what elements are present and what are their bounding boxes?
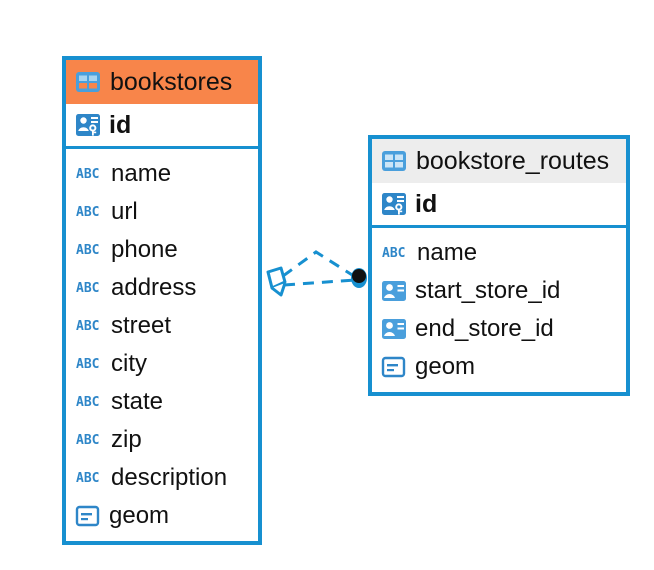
entity-title: bookstore_routes <box>416 146 610 175</box>
field-row[interactable]: start_store_id <box>372 272 626 310</box>
abc-text-icon: ABC <box>75 352 103 376</box>
field-row[interactable]: end_store_id <box>372 310 626 348</box>
filled-dot-marker[interactable] <box>351 268 367 288</box>
field-row[interactable]: geom <box>66 497 258 535</box>
field-row[interactable]: ABC address <box>66 269 258 307</box>
primary-key-label: id <box>109 110 132 139</box>
field-label: zip <box>111 426 142 453</box>
svg-text:ABC: ABC <box>76 433 99 448</box>
entity-title: bookstores <box>110 67 233 96</box>
abc-text-icon: ABC <box>75 238 103 262</box>
entity-header-bookstore-routes[interactable]: bookstore_routes <box>372 139 626 183</box>
abc-text-icon: ABC <box>75 390 103 414</box>
field-row[interactable]: ABC name <box>372 234 626 272</box>
field-row[interactable]: ABC phone <box>66 231 258 269</box>
diamond-many-marker[interactable] <box>266 266 287 297</box>
svg-text:ABC: ABC <box>76 243 99 258</box>
geometry-icon <box>381 355 407 379</box>
field-label: end_store_id <box>415 315 554 342</box>
field-row[interactable]: ABC city <box>66 345 258 383</box>
primary-key-icon <box>381 192 407 216</box>
relationship-line-lower <box>283 278 356 287</box>
field-label: street <box>111 312 172 339</box>
primary-key-row[interactable]: id <box>66 104 258 149</box>
field-list: ABC name start_store_id <box>372 228 626 392</box>
foreign-key-icon <box>381 317 407 341</box>
abc-text-icon: ABC <box>75 162 103 186</box>
svg-text:ABC: ABC <box>76 471 99 486</box>
primary-key-icon <box>75 113 101 137</box>
relationship-line-upper <box>282 250 358 280</box>
field-row[interactable]: ABC zip <box>66 421 258 459</box>
field-label: state <box>111 388 164 415</box>
field-label: city <box>111 350 147 377</box>
svg-text:ABC: ABC <box>76 319 99 334</box>
field-label: address <box>111 274 197 301</box>
field-label: phone <box>111 236 178 263</box>
abc-text-icon: ABC <box>75 314 103 338</box>
field-row[interactable]: ABC url <box>66 193 258 231</box>
field-label: description <box>111 464 228 491</box>
svg-text:ABC: ABC <box>76 167 99 182</box>
field-label: name <box>417 239 478 266</box>
svg-text:ABC: ABC <box>76 281 99 296</box>
field-row[interactable]: ABC street <box>66 307 258 345</box>
abc-text-icon: ABC <box>75 428 103 452</box>
field-label: geom <box>415 353 476 380</box>
svg-text:ABC: ABC <box>76 395 99 410</box>
entity-bookstore-routes[interactable]: bookstore_routes id ABC <box>368 135 630 396</box>
svg-text:ABC: ABC <box>382 246 405 261</box>
field-row[interactable]: ABC description <box>66 459 258 497</box>
field-list: ABC name ABC url ABC phone ABC ad <box>66 149 258 541</box>
abc-text-icon: ABC <box>75 276 103 300</box>
entity-bookstores[interactable]: bookstores id ABC <box>62 56 262 545</box>
field-row[interactable]: ABC state <box>66 383 258 421</box>
svg-text:ABC: ABC <box>76 357 99 372</box>
geometry-icon <box>75 504 101 528</box>
field-label: url <box>111 198 138 225</box>
primary-key-label: id <box>415 189 438 218</box>
field-label: name <box>111 160 172 187</box>
field-label: start_store_id <box>415 277 561 304</box>
abc-text-icon: ABC <box>381 241 409 265</box>
table-icon <box>381 150 407 172</box>
foreign-key-icon <box>381 279 407 303</box>
abc-text-icon: ABC <box>75 466 103 490</box>
table-icon <box>75 71 101 93</box>
field-label: geom <box>109 502 170 529</box>
svg-text:ABC: ABC <box>76 205 99 220</box>
field-row[interactable]: ABC name <box>66 155 258 193</box>
field-row[interactable]: geom <box>372 348 626 386</box>
abc-text-icon: ABC <box>75 200 103 224</box>
entity-header-bookstores[interactable]: bookstores <box>66 60 258 104</box>
primary-key-row[interactable]: id <box>372 183 626 228</box>
